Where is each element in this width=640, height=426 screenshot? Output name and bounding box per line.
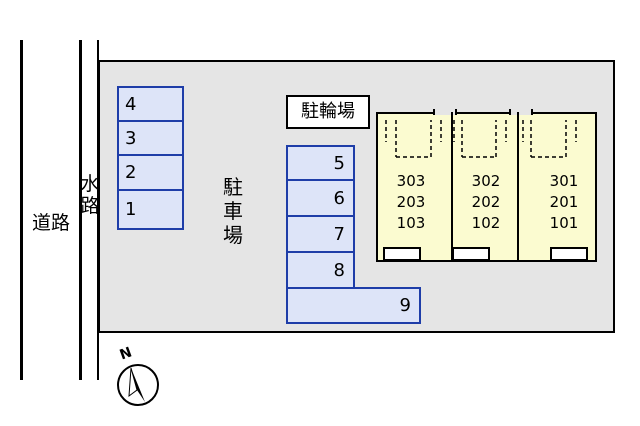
parking-space-3: 3: [117, 120, 184, 156]
entrance-step: [452, 247, 490, 261]
unit-303: 303: [396, 172, 426, 190]
unit-column-1xx: 301 201 101: [546, 171, 582, 234]
bicycle-parking: 駐輪場: [286, 95, 370, 129]
parking-space-6: 6: [286, 179, 355, 217]
unit-dashed-outlines: [385, 120, 577, 158]
parking-space-2: 2: [117, 154, 184, 191]
unit-column-2xx: 302 202 102: [468, 171, 504, 234]
parking-space-9: 9: [286, 287, 421, 324]
parking-space-4: 4: [117, 86, 184, 122]
unit-103: 103: [396, 214, 426, 232]
unit-202: 202: [471, 193, 501, 211]
compass-icon: [117, 364, 159, 406]
parking-space-5: 5: [286, 145, 355, 181]
road-edge-right: [79, 40, 82, 380]
parking-space-1: 1: [117, 189, 184, 230]
unit-201: 201: [549, 193, 579, 211]
unit-101: 101: [549, 214, 579, 232]
parking-space-7: 7: [286, 215, 355, 253]
unit-302: 302: [471, 172, 501, 190]
unit-divider: [451, 112, 453, 262]
parking-space-8: 8: [286, 251, 355, 289]
parking-label: 駐 車 場: [223, 175, 243, 247]
roof-notch: [433, 109, 457, 115]
apartment-building: [376, 112, 597, 262]
unit-divider: [517, 112, 519, 262]
roof-notch: [509, 109, 533, 115]
unit-column-3xx: 303 203 103: [393, 171, 429, 234]
entrance-step: [550, 247, 588, 261]
waterway-label: 水 路: [80, 173, 100, 217]
entrance-step: [383, 247, 421, 261]
road-edge-left: [20, 40, 23, 380]
road-label: 道路: [31, 212, 70, 234]
unit-301: 301: [549, 172, 579, 190]
unit-102: 102: [471, 214, 501, 232]
unit-203: 203: [396, 193, 426, 211]
